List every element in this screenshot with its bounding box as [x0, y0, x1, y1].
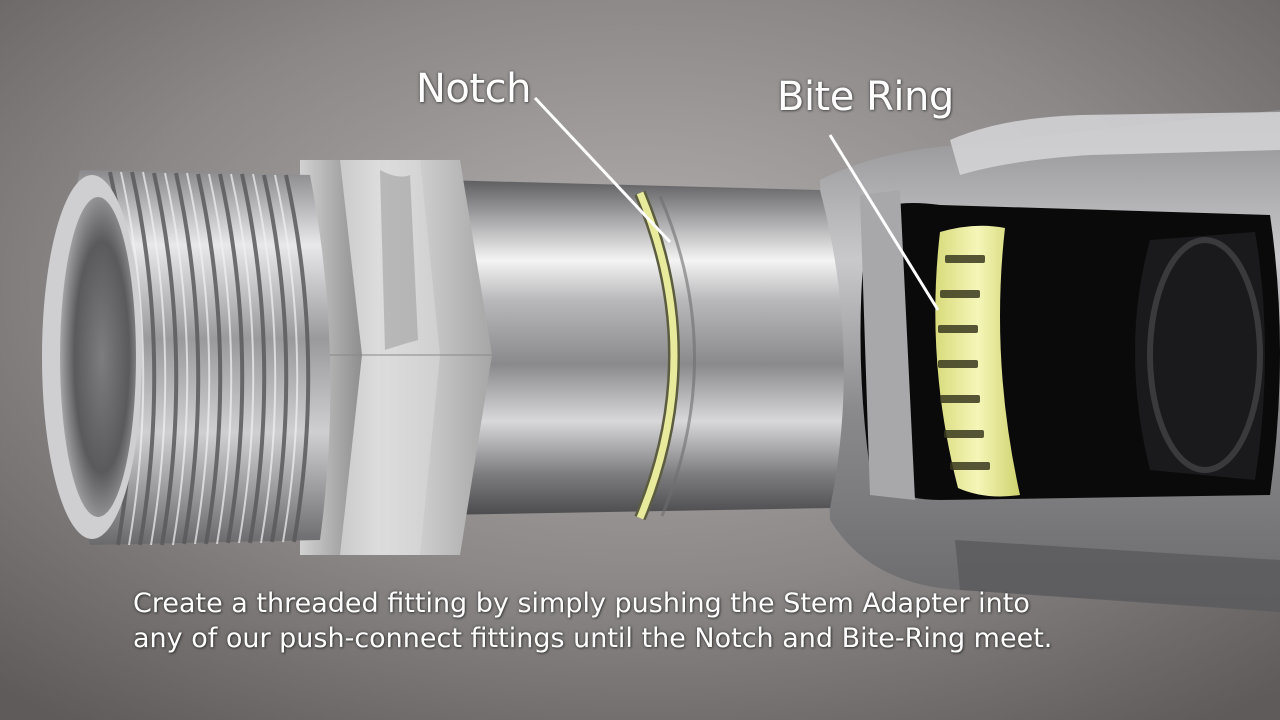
notch-ring [634, 190, 696, 521]
bite-ring [935, 225, 1020, 497]
bite-ring-label: Bite Ring [777, 74, 954, 120]
caption-line-1: Create a threaded fitting by simply push… [133, 588, 1030, 619]
stem-adapter-tube [440, 180, 844, 521]
instruction-caption: Create a threaded fitting by simply push… [133, 586, 1243, 656]
bite-ring-leader-line [828, 134, 940, 311]
push-connect-fitting [820, 110, 1280, 612]
caption-line-2: any of our push-connect fittings until t… [133, 623, 1053, 654]
notch-label: Notch [416, 66, 531, 112]
threaded-end [42, 170, 331, 546]
notch-leader-line [533, 96, 672, 244]
